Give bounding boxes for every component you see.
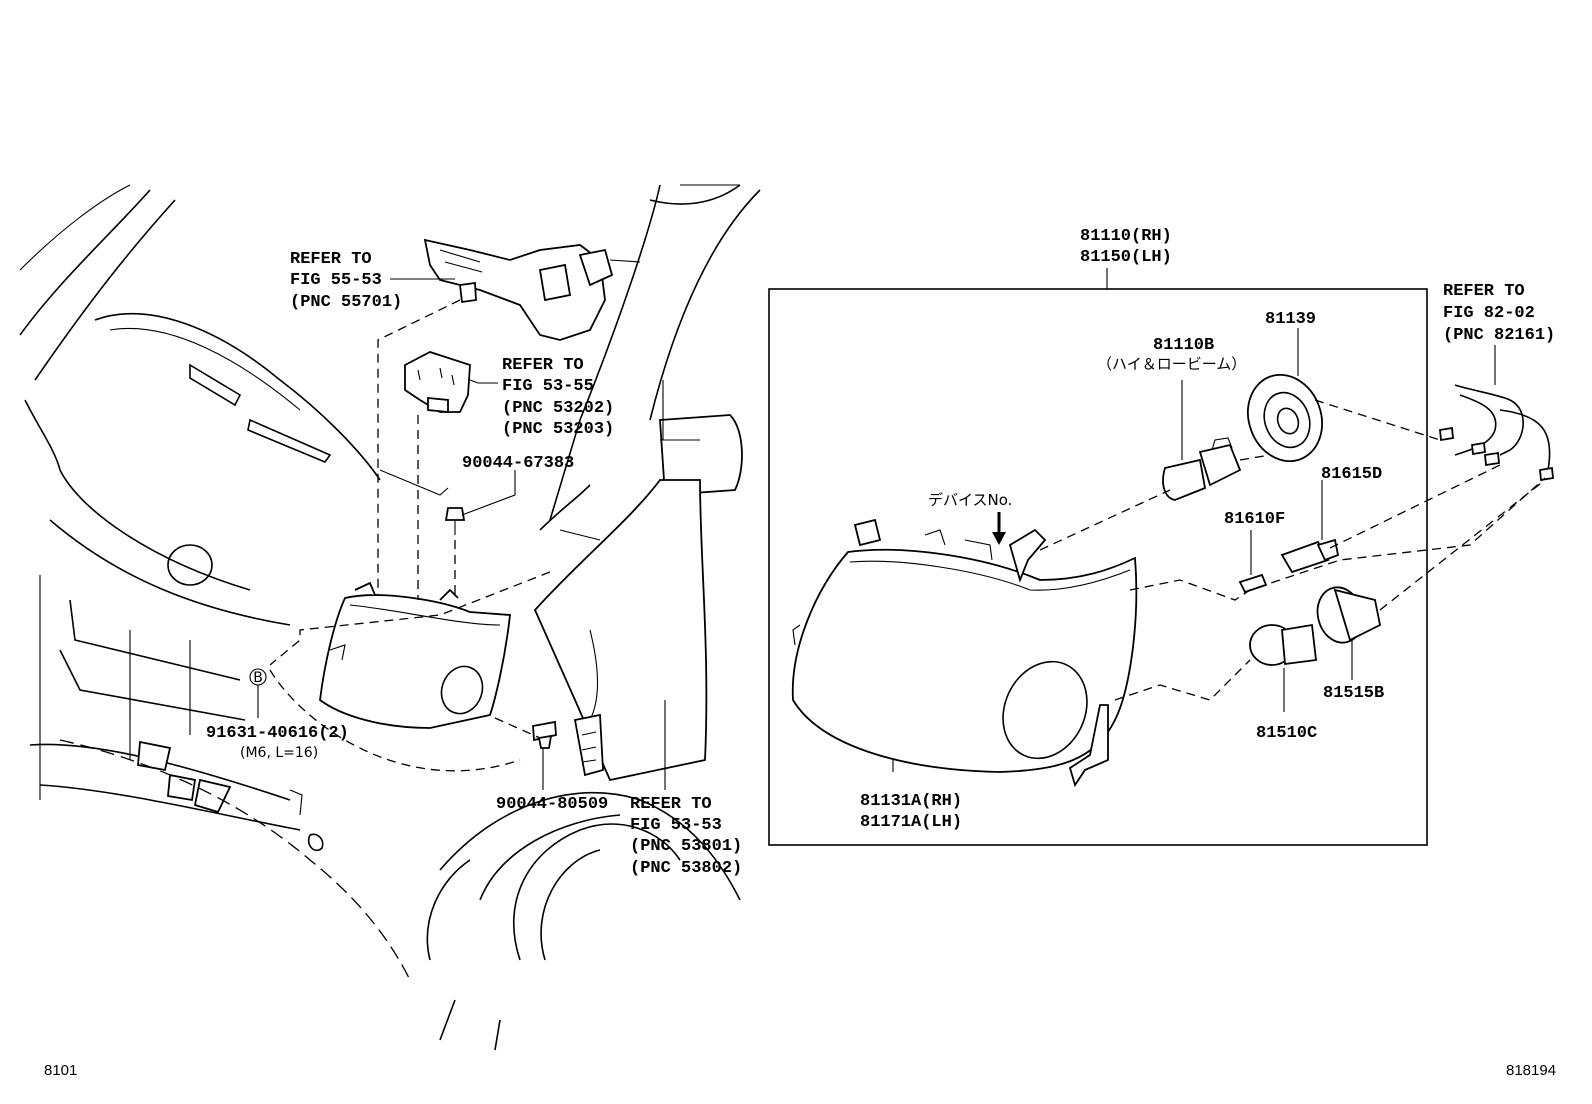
page-code-left: 8101 bbox=[44, 1062, 77, 1079]
device-no-label: デバイスNo. bbox=[928, 491, 1012, 509]
assy-rh-label: 81110(RH) bbox=[1080, 227, 1172, 246]
callout-refer-55-53: REFER TO FIG 55-53 (PNC 55701) bbox=[290, 250, 402, 312]
refer-55-53-line1: REFER TO bbox=[290, 250, 372, 269]
part-81139: 81139 bbox=[1265, 310, 1316, 329]
vehicle-body-outline bbox=[19, 184, 761, 1051]
bracket-upper bbox=[423, 238, 641, 341]
clip-90044-80509 bbox=[532, 720, 557, 749]
refer-53-55-line2: FIG 53-55 bbox=[502, 377, 594, 396]
bulb-81110b bbox=[1162, 380, 1242, 501]
refer-82-02-line2: FIG 82-02 bbox=[1443, 304, 1535, 323]
refer-55-53-line3: (PNC 55701) bbox=[290, 293, 402, 312]
part-81610f: 81610F bbox=[1224, 510, 1285, 529]
bulb-81610f bbox=[1238, 530, 1268, 594]
page-code-right: 818194 bbox=[1506, 1062, 1556, 1079]
lens-lh-label: 81171A(LH) bbox=[860, 813, 962, 832]
headlamp-assembly-box: 81110(RH) 81150(LH) bbox=[768, 227, 1428, 846]
refer-53-53-line2: FIG 53-53 bbox=[630, 816, 722, 835]
assembly-dash-lines-left bbox=[269, 299, 551, 772]
refer-82-02-line3: (PNC 82161) bbox=[1443, 326, 1555, 345]
headlamp-unit-large: デバイスNo. bbox=[791, 491, 1138, 788]
circle-ref-b: B bbox=[249, 668, 267, 718]
wire-harness bbox=[1439, 345, 1554, 482]
refer-82-02-line1: REFER TO bbox=[1443, 282, 1525, 301]
refer-53-53-line4: (PNC 53802) bbox=[630, 859, 742, 878]
part-90044-80509: 90044-80509 bbox=[496, 795, 608, 814]
refer-53-55-line4: (PNC 53203) bbox=[502, 420, 614, 439]
callout-refer-82-02: REFER TO FIG 82-02 (PNC 82161) bbox=[1443, 282, 1555, 345]
refer-53-55-line1: REFER TO bbox=[502, 356, 584, 375]
headlamp-on-vehicle bbox=[319, 581, 511, 729]
bracket-middle bbox=[404, 351, 471, 413]
part-90044-67383: 90044-67383 bbox=[462, 454, 574, 473]
refer-55-53-line2: FIG 55-53 bbox=[290, 271, 382, 290]
part-81515b: 81515B bbox=[1323, 684, 1384, 703]
part-81110b-note: （ハイ＆ロービーム） bbox=[1097, 355, 1246, 373]
part-91631-40616: 91631-40616(2) bbox=[206, 724, 349, 743]
socket-81615d bbox=[1280, 480, 1340, 574]
part-81615d: 81615D bbox=[1321, 465, 1382, 484]
bulb-81510c bbox=[1249, 623, 1317, 712]
callout-refer-53-53: REFER TO FIG 53-53 (PNC 53801) (PNC 5380… bbox=[630, 795, 742, 878]
callout-refer-53-55: REFER TO FIG 53-55 (PNC 53202) (PNC 5320… bbox=[502, 356, 614, 439]
refer-53-53-line3: (PNC 53801) bbox=[630, 837, 742, 856]
leader-lines-left bbox=[390, 278, 666, 790]
bolt-90044-67383 bbox=[444, 507, 466, 535]
part-81110b: 81110B bbox=[1153, 336, 1214, 355]
part-91631-spec: (M6, L=16) bbox=[240, 745, 318, 761]
cap-81139 bbox=[1247, 328, 1323, 463]
refer-53-53-line1: REFER TO bbox=[630, 795, 712, 814]
lens-rh-label: 81131A(RH) bbox=[860, 792, 962, 811]
assy-lh-label: 81150(LH) bbox=[1080, 248, 1172, 267]
part-81510c: 81510C bbox=[1256, 724, 1317, 743]
socket-81515b bbox=[1316, 586, 1382, 680]
assembly-dash-lines-right bbox=[1039, 399, 1546, 701]
circle-ref-b-label: B bbox=[253, 670, 263, 686]
refer-53-55-line3: (PNC 53202) bbox=[502, 399, 614, 418]
